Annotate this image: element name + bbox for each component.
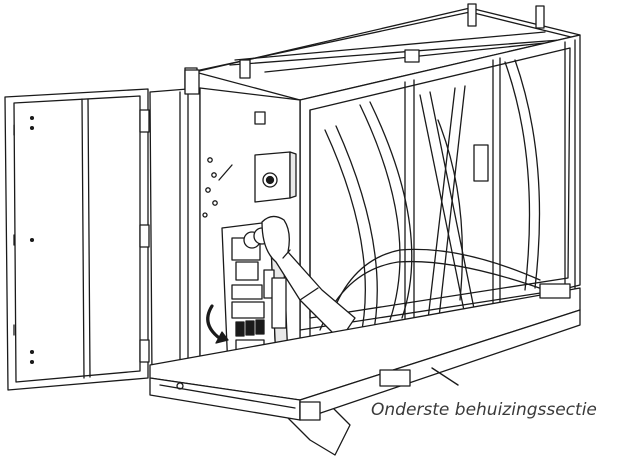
disconnect-switch-box — [254, 151, 297, 203]
upper-hand — [261, 215, 356, 341]
callout-label: Onderste behuizingssectie — [371, 400, 597, 420]
callout-leader-line — [431, 367, 459, 386]
curved-arrow-icon — [206, 304, 229, 344]
lower-housing-section — [149, 283, 581, 421]
diagonal-bracing — [319, 59, 546, 346]
open-door — [4, 88, 150, 391]
